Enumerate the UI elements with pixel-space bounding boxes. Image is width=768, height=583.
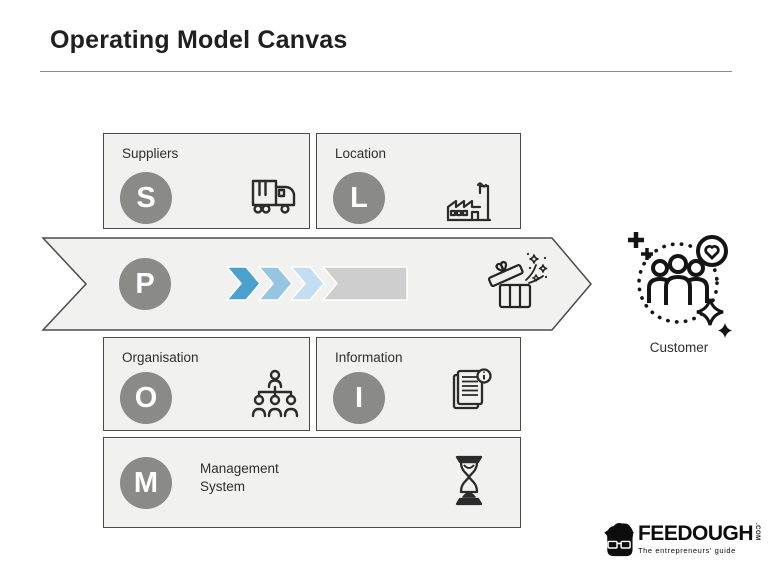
logo-wordmark: FEEDOUGH: [637, 522, 754, 545]
management-system-box: M Management System: [103, 437, 521, 528]
management-letter-badge: M: [120, 457, 172, 509]
organisation-letter-badge: O: [120, 372, 172, 424]
logo-tagline: The entrepreneurs' guide: [637, 546, 736, 555]
customer-group-icon: [628, 232, 732, 338]
org-chart-icon: [251, 369, 299, 418]
feedough-logo: FEEDOUGH .COM The entrepreneurs' guide: [604, 517, 760, 569]
process-chevron-1: [225, 266, 261, 301]
process-chevron-tail: [321, 266, 408, 301]
page-title: Operating Model Canvas: [50, 26, 348, 54]
information-box: Information I: [316, 337, 521, 431]
suppliers-letter-badge: S: [120, 172, 172, 224]
process-chevron-2: [257, 266, 293, 301]
heart-badge-icon: [696, 235, 728, 267]
feedough-face-icon: [604, 523, 634, 557]
suppliers-box: Suppliers S: [103, 133, 310, 229]
location-letter-badge: L: [333, 172, 385, 224]
information-label: Information: [335, 350, 403, 365]
organisation-box: Organisation O: [103, 337, 310, 431]
process-letter-badge: P: [119, 258, 171, 310]
diamond-sparkle-icon: [696, 298, 724, 326]
suppliers-label: Suppliers: [122, 146, 179, 161]
customer-label: Customer: [649, 340, 709, 355]
location-box: Location L: [316, 133, 521, 229]
title-divider: [40, 71, 732, 72]
document-info-icon: [452, 368, 492, 410]
information-letter-badge: I: [333, 372, 385, 424]
truck-icon: [251, 179, 296, 214]
logo-suffix: .COM: [754, 523, 760, 541]
process-chevron-3: [289, 266, 325, 301]
location-label: Location: [335, 146, 387, 161]
hourglass-icon: [455, 455, 483, 506]
factory-icon: [446, 182, 492, 222]
process-arrow-band: P: [40, 232, 595, 336]
process-arrow-svg: [41, 237, 592, 331]
gift-icon: [487, 252, 548, 309]
management-label: Management System: [200, 461, 279, 495]
organisation-label: Organisation: [122, 350, 199, 365]
plus-sparkle-icon: [628, 232, 644, 248]
